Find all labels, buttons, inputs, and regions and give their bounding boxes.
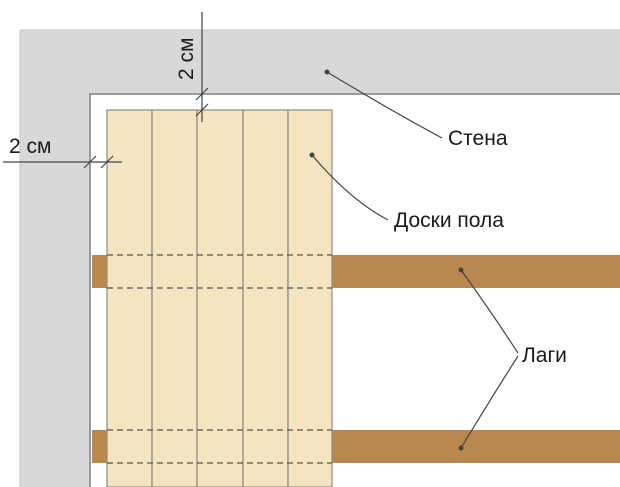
joist-2-leader-line bbox=[460, 355, 519, 449]
dim-left-tick-1 bbox=[83, 155, 97, 169]
dimension-top-gap bbox=[195, 12, 209, 122]
board-5 bbox=[287, 109, 333, 487]
dimension-left-gap bbox=[3, 155, 122, 169]
dimension-left-label: 2 см bbox=[9, 135, 51, 158]
leaders bbox=[309, 69, 519, 451]
board-1 bbox=[106, 109, 153, 487]
dim-top-tick-2 bbox=[195, 103, 209, 117]
wall-leader-line bbox=[326, 71, 443, 139]
dim-top-tick-1 bbox=[195, 87, 209, 101]
joist-1-leader-line bbox=[460, 269, 519, 354]
wall bbox=[19, 29, 620, 487]
dimension-top-label: 2 см bbox=[175, 38, 198, 80]
floor-boards bbox=[106, 109, 333, 487]
joists-label: Лаги bbox=[522, 344, 567, 367]
wall-outer-edge bbox=[19, 29, 620, 487]
wall-top bbox=[20, 30, 620, 94]
wall-inner-edge bbox=[89, 93, 620, 487]
joist-2-right bbox=[330, 430, 620, 463]
joist-1-right bbox=[330, 255, 620, 288]
boards-leader-line bbox=[311, 154, 389, 221]
board-4 bbox=[242, 109, 289, 487]
hidden-joist-lines bbox=[107, 254, 332, 464]
joist-2-left bbox=[92, 430, 110, 463]
wall-label: Стена bbox=[448, 127, 508, 150]
wall-left bbox=[20, 30, 90, 487]
boards-label: Доски пола bbox=[394, 209, 504, 232]
joists bbox=[92, 255, 620, 463]
dim-left-tick-2 bbox=[100, 155, 114, 169]
joist-1-left bbox=[92, 255, 110, 288]
